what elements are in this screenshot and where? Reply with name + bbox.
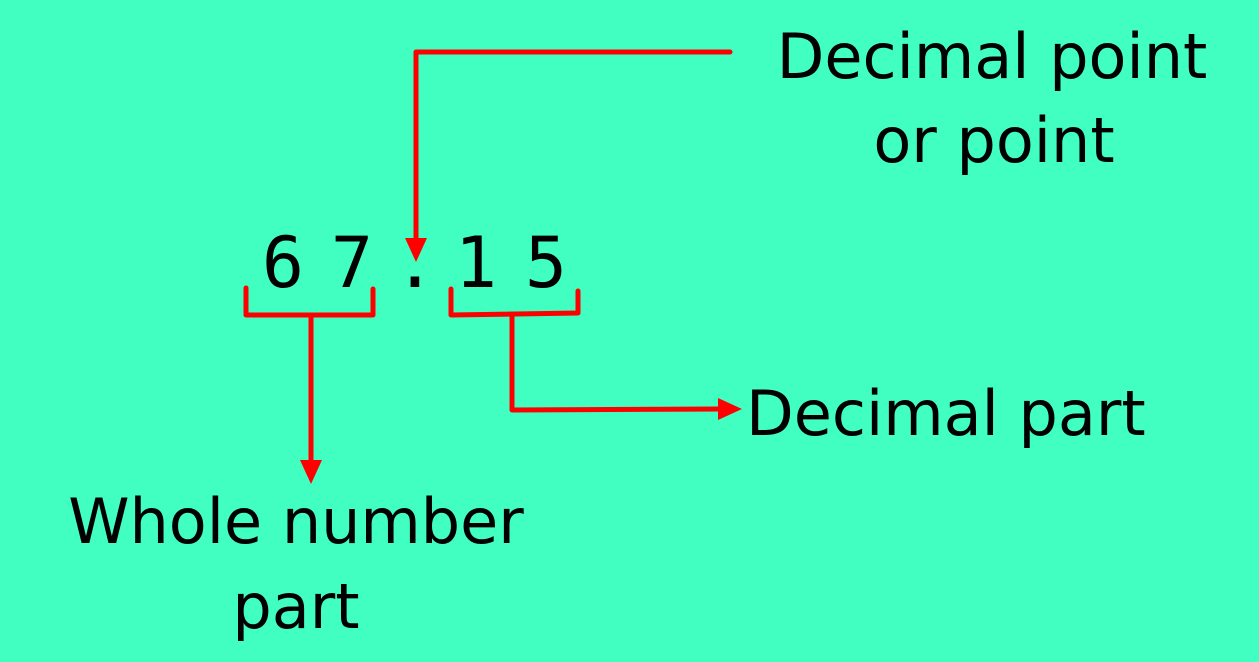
digit-6: 6 [262, 222, 304, 304]
decimal-point-arrow [405, 49, 733, 262]
digit-5: 5 [525, 222, 567, 304]
decimal-part-label: Decimal part [746, 377, 1146, 450]
decimal-point-label: Decimal point [777, 20, 1208, 93]
digit-1: 1 [455, 222, 497, 304]
decimal-part-bracket [448, 286, 742, 420]
decimal-point-label-line2: or point [873, 104, 1114, 177]
whole-number-label-line2: part [232, 570, 359, 643]
digit-7: 7 [331, 222, 373, 304]
whole-part-bracket [243, 285, 376, 484]
whole-number-label: Whole number [68, 485, 524, 558]
